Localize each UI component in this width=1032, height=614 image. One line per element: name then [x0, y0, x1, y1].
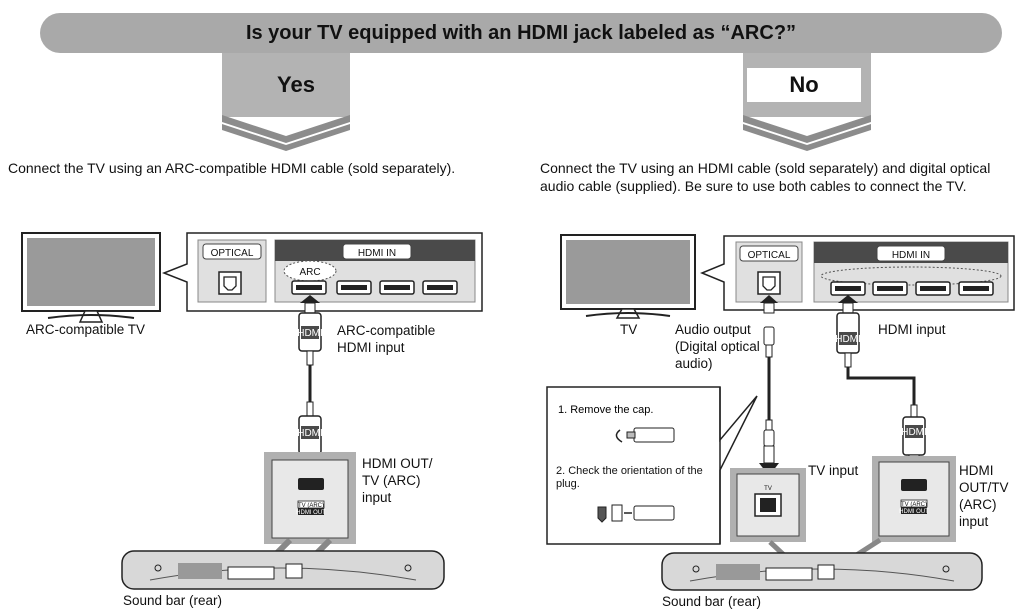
jack-tag-tv-arc: TV (ARC) — [298, 503, 324, 509]
yes-chevron — [222, 53, 350, 151]
optical-port-label-right: OPTICAL — [748, 250, 791, 261]
tv-jack-panel — [700, 235, 1015, 311]
hdmi-plug-top-label-right: HDMI — [835, 334, 861, 345]
soundbar-hdmi-out-label-right: HDMI OUT/TV (ARC) input — [959, 463, 1009, 529]
optical-port-label: OPTICAL — [211, 248, 254, 259]
step-2-text: 2. Check the orientation of the plug. — [556, 465, 703, 490]
soundbar-hdmi-jack-panel-right — [828, 456, 956, 575]
hdmi-plug-top-label: HDMI — [297, 328, 323, 339]
hdmi-plug-bottom-label-right: HDMI — [901, 427, 927, 438]
soundbar-rear-label: Sound bar (rear) — [123, 593, 223, 608]
optical-steps-callout — [546, 386, 758, 545]
arc-tv-jack-panel — [161, 232, 483, 312]
no-instruction: Connect the TV using an HDMI cable (sold… — [540, 160, 991, 194]
hdmi-in-label: HDMI IN — [358, 248, 396, 259]
question-banner — [40, 13, 1002, 53]
arc-tv-illustration — [21, 232, 161, 323]
soundbar-rear-illustration-right — [661, 552, 983, 591]
question-heading: Is your TV equipped with an HDMI jack la… — [245, 21, 797, 44]
tv-illustration — [560, 234, 696, 319]
jack-tag-hdmi-out: HDMI OUT — [296, 510, 326, 516]
optical-jack-tag: TV — [764, 486, 772, 492]
no-label: No — [747, 68, 861, 102]
arc-tv-label: ARC-compatible TV — [26, 322, 146, 337]
hdmi-plug-bottom-label: HDMI — [297, 428, 323, 439]
jack-tag-tv-arc-right: TV (ARC) — [901, 502, 927, 508]
arc-label: ARC — [299, 267, 320, 278]
yes-instruction: Connect the TV using an ARC-compatible H… — [8, 160, 456, 176]
hdmi-cable — [298, 295, 322, 470]
soundbar-rear-label-right: Sound bar (rear) — [662, 594, 762, 609]
yes-label: Yes — [277, 72, 315, 97]
tv-label: TV — [620, 322, 638, 337]
arc-hdmi-input-label: ARC-compatible HDMI input — [337, 323, 436, 355]
soundbar-optical-jack-panel — [730, 468, 806, 572]
jack-tag-hdmi-out-right: HDMI OUT — [899, 509, 929, 515]
tv-input-label: TV input — [808, 463, 859, 478]
soundbar-hdmi-out-label: HDMI OUT/ TV (ARC) input — [362, 456, 433, 505]
hdmi-input-label: HDMI input — [878, 322, 946, 337]
soundbar-rear-illustration — [121, 550, 445, 590]
step-1-text: 1. Remove the cap. — [558, 404, 653, 416]
soundbar-hdmi-jack-panel — [264, 452, 356, 568]
audio-output-label: Audio output (Digital optical audio) — [675, 322, 760, 371]
hdmi-in-label-right: HDMI IN — [892, 250, 930, 261]
